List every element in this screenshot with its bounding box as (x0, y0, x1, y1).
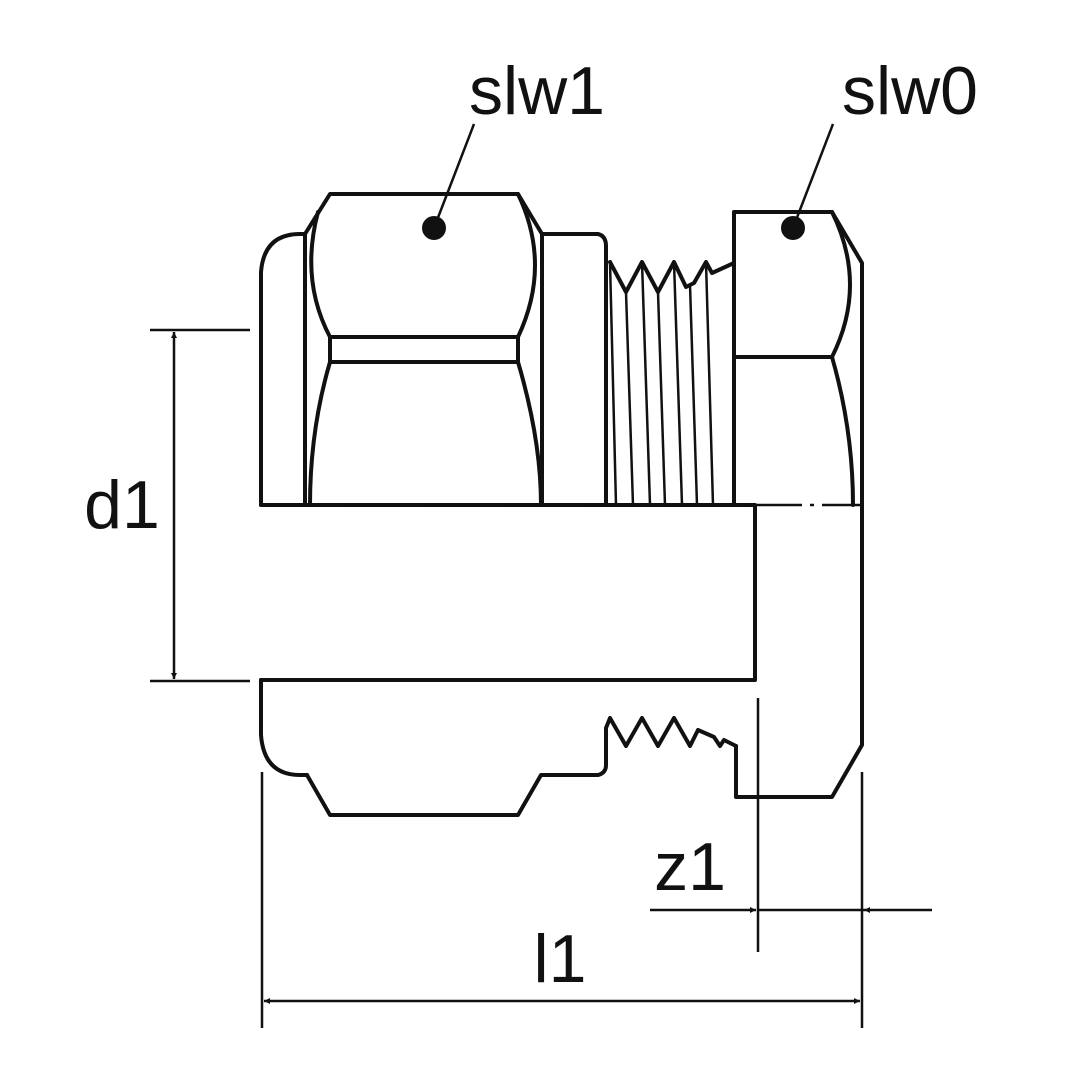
dimension-l1 (260, 772, 864, 1028)
label-z1: z1 (654, 829, 726, 905)
fitting-body (259, 192, 864, 817)
leader-slw1 (422, 123, 476, 240)
label-slw1: slw1 (469, 53, 605, 129)
dimension-z1 (650, 698, 932, 952)
leader-slw0 (781, 123, 835, 240)
label-l1: l1 (534, 921, 587, 997)
dimension-d1 (150, 328, 250, 683)
label-d1: d1 (84, 467, 160, 543)
label-slw0: slw0 (842, 53, 978, 129)
